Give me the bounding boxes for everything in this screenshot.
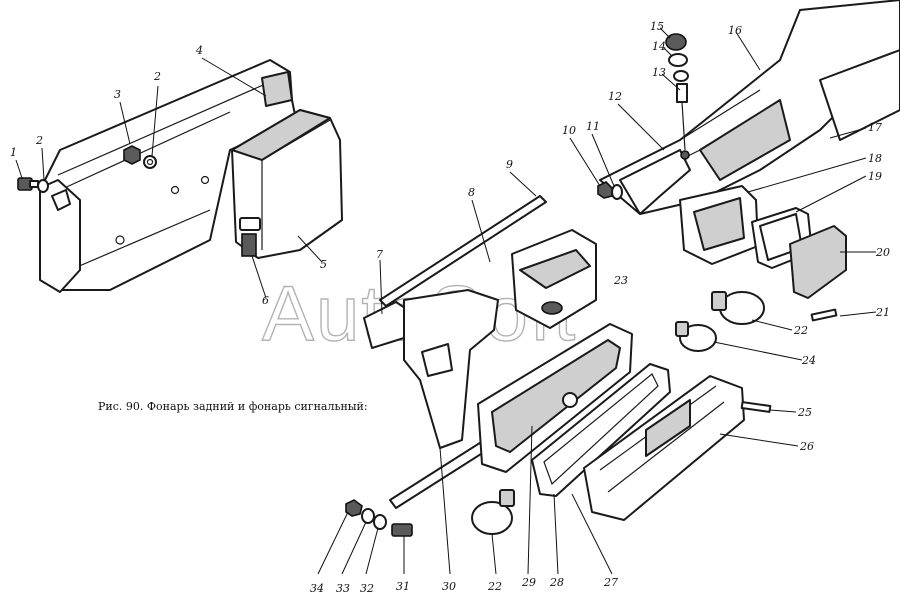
callout-26: 26 (799, 440, 814, 453)
callout-23: 23 (613, 274, 628, 287)
callout-3: 3 (114, 88, 121, 101)
callout-31: 31 (396, 580, 410, 593)
callout-22: 22 (487, 580, 502, 593)
callout-15: 15 (650, 20, 664, 33)
callout-11: 11 (586, 120, 600, 133)
callout-22: 22 (793, 324, 808, 337)
leader-lines (15, 27, 877, 575)
callout-21: 21 (875, 306, 890, 319)
callout-30: 30 (442, 580, 456, 593)
callout-10: 10 (562, 124, 576, 137)
hardware-left (17, 145, 157, 193)
callout-34: 34 (310, 582, 324, 595)
callout-25: 25 (797, 406, 812, 419)
callout-24: 24 (801, 354, 816, 367)
callout-17: 17 (868, 121, 882, 134)
callout-32: 32 (360, 582, 374, 595)
callout-13: 13 (652, 66, 666, 79)
callout-18: 18 (868, 152, 882, 165)
callout-9: 9 (506, 158, 513, 171)
callout-14: 14 (652, 40, 666, 53)
callout-27: 27 (603, 576, 618, 589)
callout-20: 20 (875, 246, 890, 259)
callout-2: 2 (35, 134, 43, 147)
callout-19: 19 (868, 170, 882, 183)
callout-12: 12 (608, 90, 622, 103)
callout-16: 16 (728, 24, 742, 37)
rear-lamp-bracket-assembly (39, 59, 343, 293)
callout-33: 33 (336, 582, 350, 595)
callout-numbers: 1 2 2 3 4 5 6 7 8 9 10 11 12 13 14 15 16… (10, 20, 890, 595)
callout-1: 1 (10, 146, 17, 159)
callout-29: 29 (521, 576, 536, 589)
tail-lamp-assembly (345, 195, 772, 537)
figure-caption: Рис. 90. Фонарь задний и фонарь сигнальн… (98, 400, 368, 413)
side-marker-assembly (597, 0, 900, 325)
callout-6: 6 (262, 294, 269, 307)
callout-7: 7 (376, 248, 383, 261)
callout-4: 4 (195, 44, 203, 57)
callout-8: 8 (468, 186, 475, 199)
callout-2: 2 (153, 70, 161, 83)
callout-28: 28 (549, 576, 564, 589)
callout-5: 5 (320, 258, 327, 271)
